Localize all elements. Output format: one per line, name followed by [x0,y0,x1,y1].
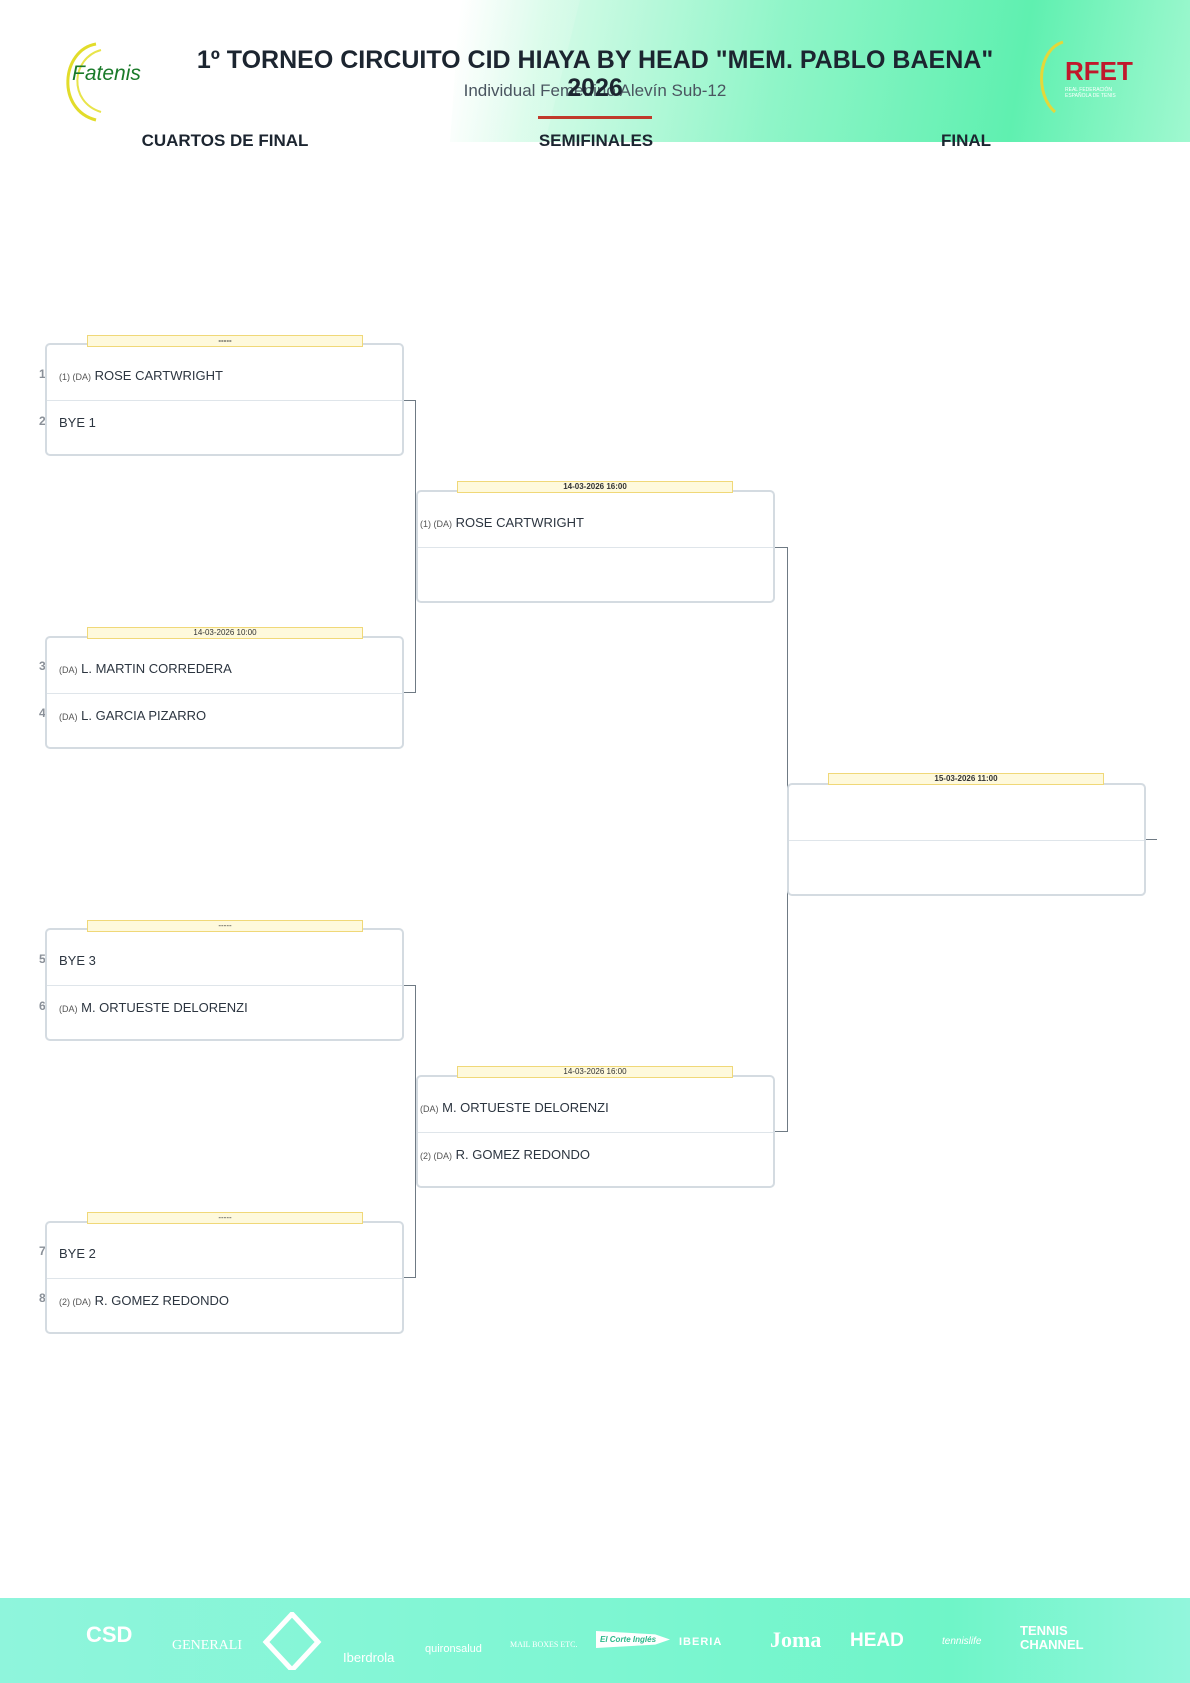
sponsor-iberia: IBERIA [679,1636,723,1648]
rfet-logo: RFET REAL FEDERACIÓN ESPAÑOLA DE TENIS [1035,40,1135,114]
match-qf1[interactable]: (1) (DA) ROSE CARTWRIGHT BYE 1 [45,343,404,456]
match-sf2[interactable]: (DA) M. ORTUESTE DELORENZI (2) (DA) R. G… [416,1075,775,1188]
player-row[interactable]: (1) (DA) ROSE CARTWRIGHT [59,368,223,383]
player-name: BYE 3 [59,953,96,968]
player-name: L. GARCIA PIZARRO [81,708,207,723]
match-date: ----- [87,1212,363,1224]
round-quarterfinals[interactable]: CUARTOS DE FINAL [141,131,309,150]
sponsor-renault [262,1610,322,1674]
connector [774,547,787,548]
match-qf4[interactable]: BYE 2 (2) (DA) R. GOMEZ REDONDO [45,1221,404,1334]
match-qf2[interactable]: (DA) L. MARTIN CORREDERA (DA) L. GARCIA … [45,636,404,749]
round-semifinals[interactable]: SEMIFINALES [538,131,654,150]
player-row[interactable]: (DA) M. ORTUESTE DELORENZI [59,1000,248,1015]
match-date: 14-03-2026 10:00 [87,627,363,639]
player-row[interactable]: (DA) L. MARTIN CORREDERA [59,661,232,676]
player-name: ROSE CARTWRIGHT [455,515,584,530]
sponsor-quironsalud: quironsalud [425,1643,482,1655]
sponsor-joma: Joma [770,1627,822,1652]
match-date: ----- [87,335,363,347]
connector [404,1277,416,1278]
player-row[interactable]: BYE 2 [59,1246,96,1261]
draw-position: 2 [39,414,46,428]
row-divider [47,693,402,694]
player-row[interactable]: BYE 3 [59,953,96,968]
player-name: R. GOMEZ REDONDO [455,1147,590,1162]
player-name: M. ORTUESTE DELORENZI [442,1100,609,1115]
match-sf1[interactable]: (1) (DA) ROSE CARTWRIGHT [416,490,775,603]
player-tags: (DA) [420,1104,439,1114]
player-tags: (DA) [59,665,78,675]
player-name: L. MARTIN CORREDERA [81,661,232,676]
sponsor-mbe: MAIL BOXES ETC. [510,1640,578,1649]
sponsor-tennis-channel: TENNIS CHANNEL [1020,1623,1084,1652]
player-tags: (DA) [59,1004,78,1014]
connector [415,400,416,693]
player-name: BYE 2 [59,1246,96,1261]
match-date: ----- [87,920,363,932]
player-tags: (2) (DA) [420,1151,452,1161]
row-divider [47,1278,402,1279]
draw-position: 6 [39,999,46,1013]
sponsor-tennislife: tennislife [942,1636,982,1647]
player-tags: (DA) [59,712,78,722]
row-divider [47,400,402,401]
draw-position: 1 [39,367,46,381]
match-qf3[interactable]: BYE 3 (DA) M. ORTUESTE DELORENZI [45,928,404,1041]
draw-position: 5 [39,952,46,966]
player-row[interactable]: (2) (DA) R. GOMEZ REDONDO [420,1147,590,1162]
connector [1146,839,1157,840]
connector [404,692,416,693]
connector [404,400,416,401]
player-tags: (2) (DA) [59,1297,91,1307]
tournament-title: 1º TORNEO CIRCUITO CID HIAYA BY HEAD "ME… [196,46,994,74]
sponsor-csd: CSD [86,1622,133,1647]
row-divider [789,840,1144,841]
match-final[interactable] [787,783,1146,896]
player-row[interactable]: (DA) M. ORTUESTE DELORENZI [420,1100,609,1115]
connector [774,1131,787,1132]
row-divider [418,547,773,548]
player-row[interactable]: BYE 1 [59,415,96,430]
row-divider [418,1132,773,1133]
match-date: 14-03-2026 16:00 [457,481,733,493]
player-name: BYE 1 [59,415,96,430]
active-round-indicator [538,116,652,119]
draw-position: 8 [39,1291,46,1305]
round-final[interactable]: FINAL [940,131,992,150]
sponsor-el-corte-ingles: El Corte Inglés [596,1631,671,1648]
fatenis-logo: Fatenis [56,40,156,122]
connector [415,985,416,1278]
match-date: 14-03-2026 16:00 [457,1066,733,1078]
player-name: M. ORTUESTE DELORENZI [81,1000,248,1015]
row-divider [47,985,402,986]
connector [404,985,416,986]
player-row[interactable]: (1) (DA) ROSE CARTWRIGHT [420,515,584,530]
player-row[interactable]: (DA) L. GARCIA PIZARRO [59,708,206,723]
match-date: 15-03-2026 11:00 [828,773,1104,785]
player-tags: (1) (DA) [420,519,452,529]
draw-position: 4 [39,706,46,720]
draw-position: 7 [39,1244,46,1258]
sponsor-footer [0,1598,1190,1683]
player-name: R. GOMEZ REDONDO [94,1293,229,1308]
player-name: ROSE CARTWRIGHT [94,368,223,383]
player-row[interactable]: (2) (DA) R. GOMEZ REDONDO [59,1293,229,1308]
draw-position: 3 [39,659,46,673]
sponsor-head: HEAD [850,1630,904,1651]
draw-subtitle: Individual Femenino Alevín Sub-12 [463,81,727,100]
sponsor-iberdrola: Iberdrola [343,1650,395,1665]
tournament-year: 2026 [567,74,623,102]
sponsor-generali: GENERALI [172,1638,242,1653]
player-tags: (1) (DA) [59,372,91,382]
